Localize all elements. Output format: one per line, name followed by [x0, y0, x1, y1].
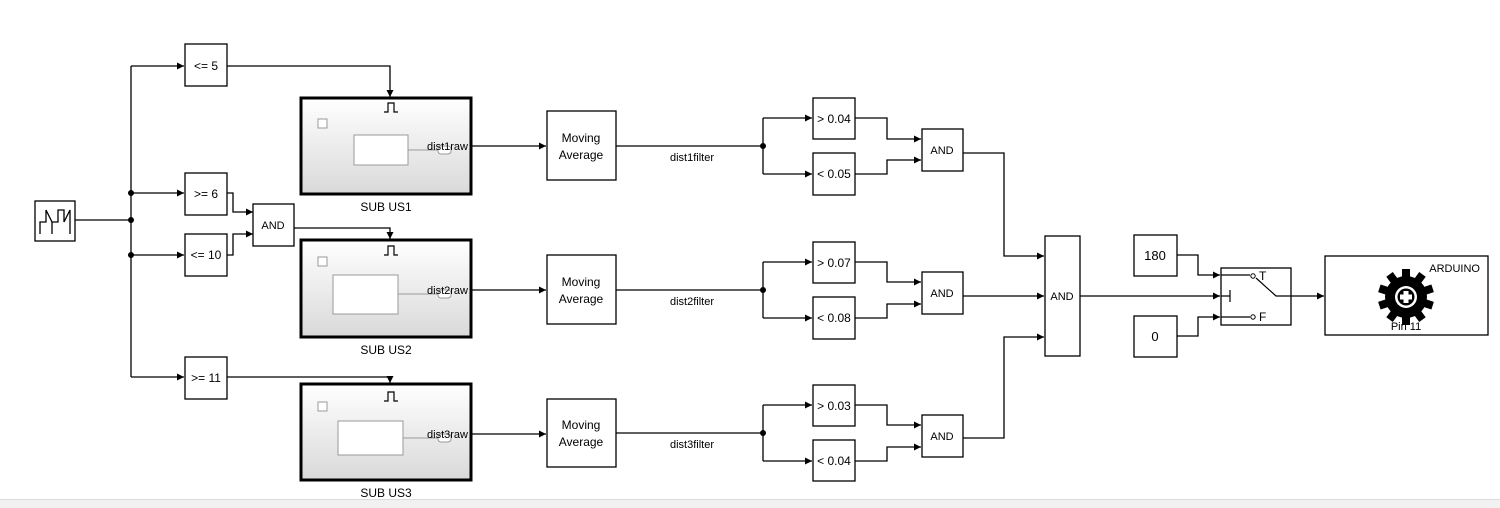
subsystem-us3[interactable]: dist3raw SUB US3: [299, 382, 473, 500]
arduino-title: ARDUINO: [1429, 263, 1480, 275]
compare-upper-3[interactable]: > 0.03: [812, 384, 856, 427]
compare-ge11-block[interactable]: >= 11: [184, 356, 228, 400]
compare-upper-2[interactable]: > 0.07: [812, 241, 856, 284]
switch-block[interactable]: T F: [1220, 267, 1292, 326]
selector-and-block[interactable]: AND: [252, 203, 295, 247]
subsystem-us2-port: dist2raw: [427, 285, 468, 297]
compare-upper-1-label: > 0.04: [817, 112, 851, 126]
compare-le5-block[interactable]: <= 5: [184, 43, 228, 87]
subsystem-us1[interactable]: dist1raw SUB US1: [299, 96, 473, 214]
moving-average-3-line2: Average: [559, 435, 604, 449]
and-gate-2[interactable]: AND: [921, 271, 964, 315]
switch-icon: [1221, 274, 1291, 318]
staircase-signal-icon: [39, 209, 71, 234]
moving-average-3[interactable]: Moving Average: [546, 398, 617, 468]
constant-180-label: 180: [1144, 248, 1166, 263]
arduino-pin-label: Pin 11: [1391, 321, 1421, 333]
and-gate-3-label: AND: [930, 431, 953, 443]
compare-upper-1[interactable]: > 0.04: [812, 97, 856, 140]
moving-average-2[interactable]: Moving Average: [546, 254, 617, 325]
trigger-icon: [384, 391, 398, 402]
and-gate-1-label: AND: [930, 145, 953, 157]
constant-0-block[interactable]: 0: [1133, 315, 1178, 358]
and-gate-3[interactable]: AND: [921, 414, 964, 458]
and-gate-2-label: AND: [930, 288, 953, 300]
subsystem-us2[interactable]: dist2raw SUB US2: [299, 238, 473, 357]
moving-average-3-line1: Moving: [562, 418, 601, 432]
trigger-icon: [384, 102, 398, 113]
moving-average-1[interactable]: Moving Average: [546, 110, 617, 181]
moving-average-2-line2: Average: [559, 292, 604, 306]
junction-dots: [128, 143, 766, 436]
moving-average-2-line1: Moving: [562, 275, 601, 289]
switch-true-label: T: [1259, 269, 1267, 283]
constant-0-label: 0: [1151, 329, 1158, 344]
subsystem-us2-name: SUB US2: [360, 343, 412, 357]
subsystem-us3-name: SUB US3: [360, 486, 412, 500]
and-gate-1[interactable]: AND: [921, 128, 964, 172]
compare-lower-2-label: < 0.08: [817, 311, 851, 325]
moving-average-1-line2: Average: [559, 148, 604, 162]
compare-lower-3[interactable]: < 0.04: [812, 439, 856, 482]
canvas-scrollbar[interactable]: [0, 499, 1500, 508]
final-and-label: AND: [1050, 291, 1073, 303]
final-and-gate[interactable]: AND: [1044, 235, 1081, 357]
subsystem-us1-port: dist1raw: [427, 141, 468, 153]
compare-upper-3-label: > 0.03: [817, 399, 851, 413]
compare-le10-label: <= 10: [191, 248, 222, 262]
compare-ge11-label: >= 11: [191, 371, 221, 385]
signal-label-dist2filter: dist2filter: [670, 296, 714, 308]
constant-180-block[interactable]: 180: [1133, 234, 1178, 277]
compare-ge6-label: >= 6: [194, 187, 218, 201]
compare-le10-block[interactable]: <= 10: [184, 233, 228, 277]
signal-lines: [75, 62, 1324, 465]
compare-lower-1[interactable]: < 0.05: [812, 152, 856, 196]
subsystem-us3-port: dist3raw: [427, 429, 468, 441]
compare-ge6-block[interactable]: >= 6: [184, 172, 228, 216]
compare-lower-2[interactable]: < 0.08: [812, 296, 856, 340]
signal-label-dist1filter: dist1filter: [670, 152, 714, 164]
compare-upper-2-label: > 0.07: [817, 256, 851, 270]
subsystem-us1-name: SUB US1: [360, 200, 412, 214]
gear-plus-icon: [1378, 269, 1434, 325]
switch-false-label: F: [1259, 310, 1266, 324]
compare-lower-3-label: < 0.04: [817, 454, 851, 468]
arduino-servo-block[interactable]: ARDUINO Pin 11: [1324, 255, 1489, 336]
trigger-icon: [384, 245, 398, 256]
compare-lower-1-label: < 0.05: [817, 167, 851, 181]
moving-average-1-line1: Moving: [562, 131, 601, 145]
signal-label-dist3filter: dist3filter: [670, 439, 714, 451]
selector-and-label: AND: [261, 220, 284, 232]
repeating-sequence-source[interactable]: [34, 200, 76, 242]
compare-le5-label: <= 5: [194, 59, 218, 73]
